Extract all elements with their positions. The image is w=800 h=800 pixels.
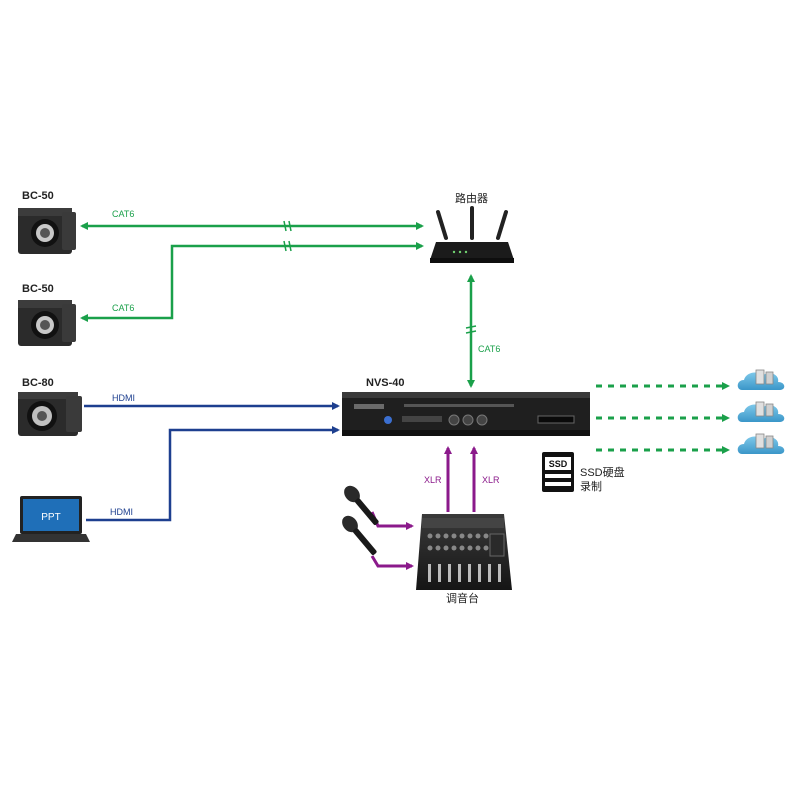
link-cat6-cam2-router xyxy=(80,240,424,322)
label-cat6-2: CAT6 xyxy=(112,303,134,313)
label-hdmi-2: HDMI xyxy=(110,507,133,517)
line-break-mark xyxy=(283,220,292,232)
microphone-icon xyxy=(342,515,377,555)
link-hdmi-laptop-encoder xyxy=(86,426,340,522)
camera-icon xyxy=(18,392,82,436)
link-mic2-mixer xyxy=(370,555,414,570)
cloud-icon xyxy=(737,401,785,422)
label-ssd-line1: SSD硬盘 xyxy=(580,465,625,479)
laptop-screen-text: PPT xyxy=(41,512,60,523)
line-break-mark xyxy=(283,240,292,252)
label-router: 路由器 xyxy=(455,191,488,205)
label-xlr-2: XLR xyxy=(482,475,500,485)
label-cat6-1: CAT6 xyxy=(112,209,134,219)
mixer-icon xyxy=(416,514,512,590)
link-cat6-cam1-router xyxy=(80,220,424,232)
label-xlr-1: XLR xyxy=(424,475,442,485)
camera-icon xyxy=(18,300,76,346)
cloud-icon xyxy=(737,369,785,390)
camera-icon xyxy=(18,208,76,254)
label-cam2: BC-50 xyxy=(22,283,54,295)
laptop-icon: PPT xyxy=(12,496,90,542)
line-break-mark xyxy=(465,325,477,334)
microphone-icon xyxy=(344,485,379,525)
label-encoder: NVS-40 xyxy=(366,377,405,389)
encoder-icon xyxy=(342,392,590,436)
cloud-icon xyxy=(737,433,785,454)
ssd-badge-text: SSD xyxy=(549,459,568,469)
label-mixer: 调音台 xyxy=(446,591,479,605)
link-mic1-mixer xyxy=(370,511,414,530)
label-cat6-3: CAT6 xyxy=(478,344,500,354)
ssd-icon: SSD xyxy=(542,452,574,492)
label-hdmi-1: HDMI xyxy=(112,393,135,403)
link-cat6-router-encoder xyxy=(465,274,477,388)
router-icon xyxy=(430,206,514,263)
label-cam3: BC-80 xyxy=(22,377,54,389)
label-cam1: BC-50 xyxy=(22,190,54,202)
label-ssd-line2: 录制 xyxy=(580,480,602,493)
